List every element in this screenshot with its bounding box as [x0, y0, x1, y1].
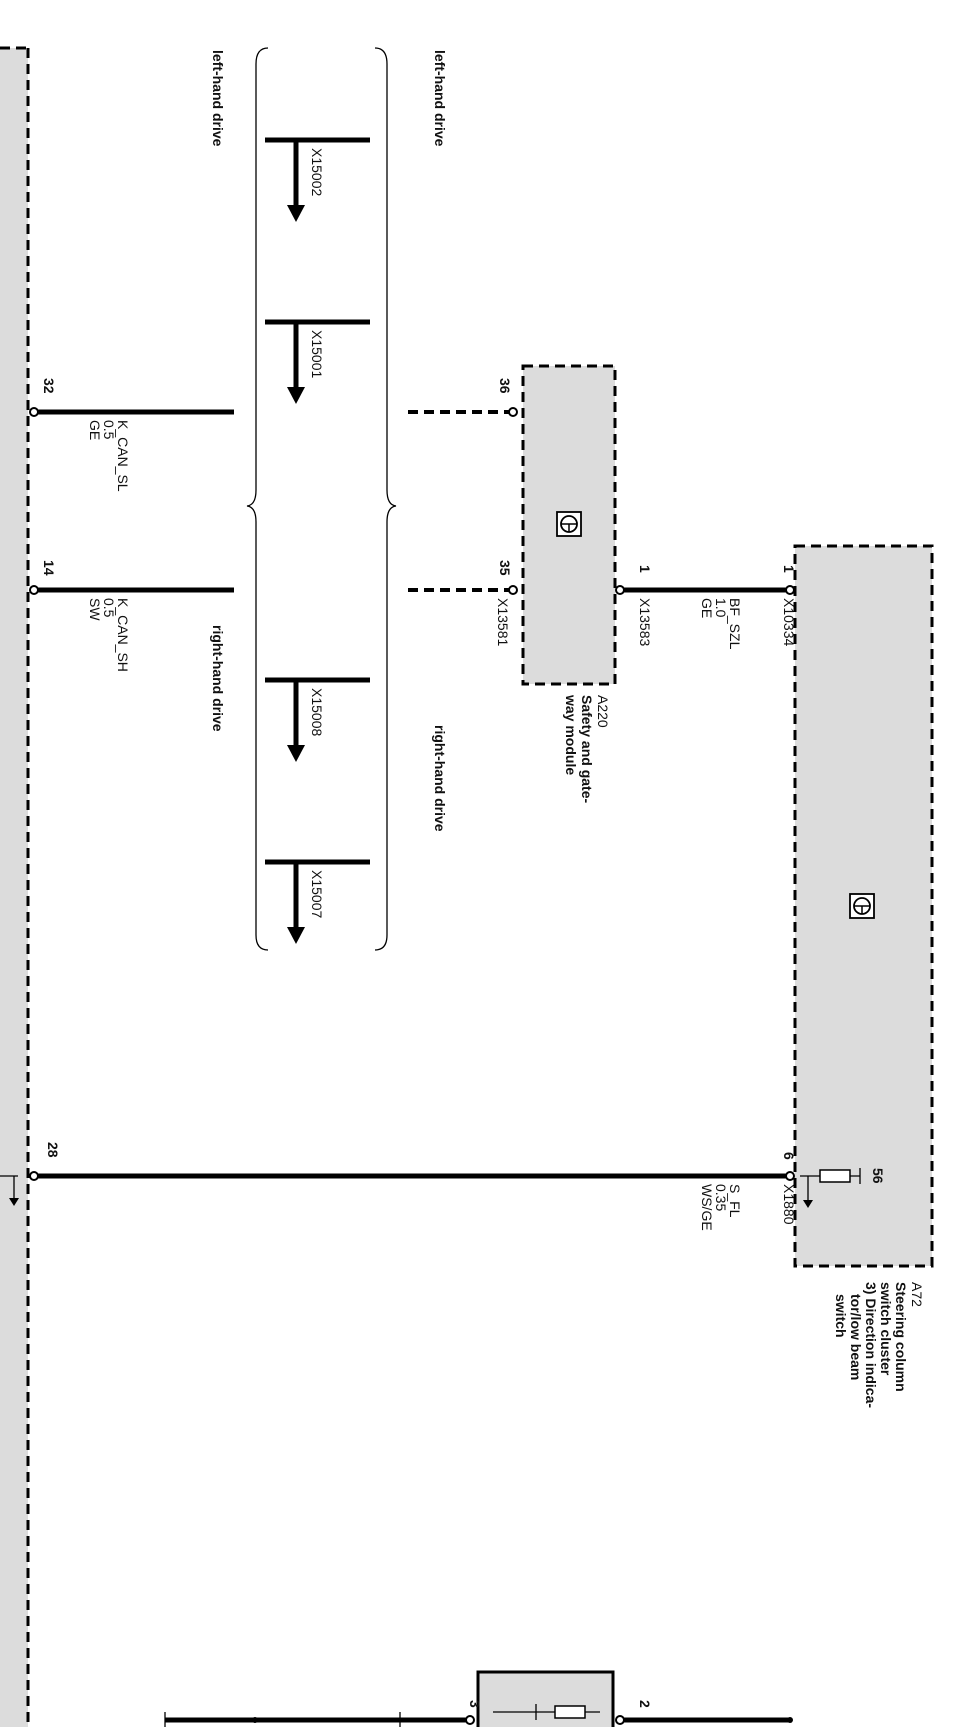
- svg-text:1.0: 1.0: [713, 598, 729, 618]
- connector-x13583: X13583: [637, 598, 653, 646]
- wire-kcan-sl: 32 K_CAN_SL 0.5 GE: [29, 378, 234, 492]
- ground-arrow-icon: [803, 1200, 813, 1208]
- pin-35: 35: [497, 560, 513, 576]
- connector-x13581: X13581: [495, 598, 511, 646]
- svg-text:Steering column: Steering column: [893, 1282, 909, 1392]
- connector-x15007: X15007: [265, 859, 370, 944]
- module-a72: 56 A72 Steering column switch cluster 3)…: [793, 544, 934, 1408]
- control-unit-symbol-icon: [556, 511, 582, 537]
- connector-x1880: X1880: [781, 1184, 797, 1225]
- resistor-icon: [819, 1169, 851, 1183]
- pin-3: 3: [467, 1700, 483, 1708]
- module-bottom-partial: 3 2: [164, 1670, 793, 1727]
- region-label-rhd-left: right-hand drive: [210, 625, 226, 732]
- wire-kcan-sh: 14 K_CAN_SH 0.5 SW: [29, 560, 234, 672]
- svg-text:3) Direction indica-: 3) Direction indica-: [863, 1282, 879, 1408]
- wire-a220-35: 35 X13581: [408, 560, 518, 646]
- pin-14: 14: [41, 560, 57, 576]
- svg-text:way module: way module: [563, 694, 579, 775]
- svg-text:BF_SZL: BF_SZL: [727, 598, 743, 650]
- pin-6: 6: [781, 1152, 797, 1160]
- resistor-icon: [554, 1705, 586, 1719]
- module-a220: A220 Safety and gate- way module: [521, 364, 617, 803]
- region-label-rhd-right: right-hand drive: [432, 725, 448, 832]
- svg-text:S_FL: S_FL: [727, 1184, 743, 1218]
- ground-arrow-icon: [9, 1198, 19, 1206]
- connector-x15002: X15002: [265, 137, 370, 222]
- pin-56: 56: [870, 1168, 886, 1184]
- svg-text:X15007: X15007: [309, 870, 325, 918]
- connector-x15008: X15008: [265, 677, 370, 762]
- region-label-lhd-right: left-hand drive: [432, 50, 448, 147]
- arrow-down-icon: [287, 205, 305, 222]
- wire-bf-szl: 1 X13583 1 X10334 BF_SZL 1.0 GE: [615, 565, 797, 650]
- svg-text:switch cluster: switch cluster: [878, 1282, 894, 1376]
- svg-text:switch: switch: [833, 1294, 849, 1338]
- region-label-lhd-left: left-hand drive: [210, 50, 226, 147]
- svg-text:GE: GE: [87, 420, 103, 440]
- svg-text:K_CAN_SL: K_CAN_SL: [115, 420, 131, 492]
- svg-text:X15002: X15002: [309, 148, 325, 196]
- pin-32: 32: [41, 378, 57, 394]
- bus-strip: [0, 48, 28, 1727]
- wire-a220-36: 36: [408, 378, 518, 417]
- svg-text:GE: GE: [699, 598, 715, 618]
- svg-text:0.35: 0.35: [713, 1184, 729, 1211]
- svg-text:K_CAN_SH: K_CAN_SH: [115, 598, 131, 672]
- arrow-down-icon: [287, 745, 305, 762]
- pin-2: 2: [637, 1700, 653, 1708]
- connector-x10334: X10334: [781, 598, 797, 646]
- pin-36: 36: [497, 378, 513, 394]
- arrow-down-icon: [287, 927, 305, 944]
- svg-text:SW: SW: [87, 598, 103, 621]
- arrow-down-icon: [287, 387, 305, 404]
- svg-text:A220: A220: [595, 695, 611, 728]
- svg-text:WS/GE: WS/GE: [699, 1184, 715, 1231]
- wire-s-fl: 28 6 X1880 S_FL 0.35 WS/GE: [0, 1142, 797, 1231]
- svg-text:X15001: X15001: [309, 330, 325, 378]
- svg-text:0.5: 0.5: [101, 598, 117, 618]
- svg-text:0.5: 0.5: [101, 420, 117, 440]
- svg-text:Safety and gate-: Safety and gate-: [579, 695, 595, 803]
- svg-text:X15008: X15008: [309, 688, 325, 736]
- control-unit-symbol-icon: [849, 893, 875, 919]
- bracket-right-side: [374, 47, 397, 951]
- bracket-left-side: [246, 47, 269, 951]
- pin-28: 28: [45, 1142, 61, 1158]
- pin-1-x10334: 1: [781, 565, 797, 573]
- svg-text:tor/low beam: tor/low beam: [848, 1294, 864, 1380]
- connector-x15001: X15001: [265, 319, 370, 404]
- svg-text:A72: A72: [909, 1282, 925, 1307]
- pin-1-x13583: 1: [637, 565, 653, 573]
